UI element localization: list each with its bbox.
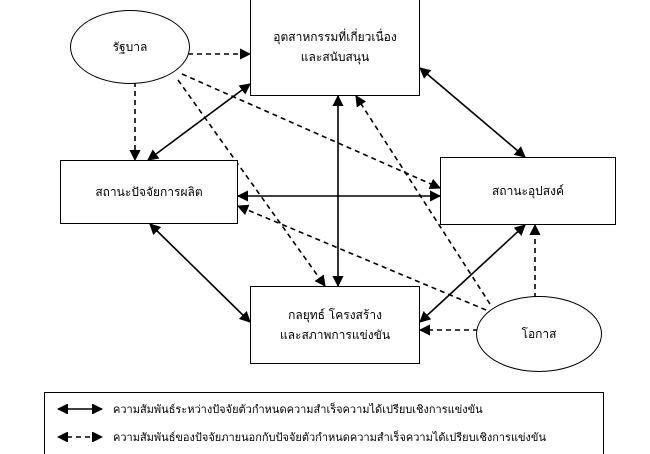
government-label: รัฐบาล [112,40,148,54]
legend-item-internal: ความสัมพันธ์ระหว่างปัจจัยตัวกำหนดความสำเ… [55,399,483,419]
demand-conditions-box: สถานะอุปสงค์ [440,157,616,225]
dashed-arrow-government-strategy [177,79,326,287]
strategy-line1: กลยุทธ์ โครงสร้าง [288,308,382,322]
legend: ความสัมพันธ์ระหว่างปัจจัยตัวกำหนดความสำเ… [44,392,604,454]
factor-conditions-label: สถานะปัจจัยการผลิต [95,185,203,199]
related-industries-box: อุตสาหกรรมที่เกี่ยวเนื่อง และสนับสนุน [250,0,420,96]
solid-arrow-factor-strategy [149,223,251,323]
strategy-structure-rivalry-box: กลยุทธ์ โครงสร้าง และสภาพการแข่งขัน [250,286,420,364]
demand-conditions-label: สถานะอุปสงค์ [491,184,564,198]
solid-arrow-demand-strategy [419,224,526,323]
legend-solid-arrow-icon [56,404,104,414]
related-industries-line1: อุตสาหกรรมที่เกี่ยวเนื่อง [273,30,397,44]
legend-internal-text: ความสัมพันธ์ระหว่างปัจจัยตัวกำหนดความสำเ… [113,403,483,416]
government-ellipse: รัฐบาล [70,10,190,84]
dashed-arrow-government-demand [181,73,442,190]
factor-conditions-box: สถานะปัจจัยการผลิต [60,160,238,224]
chance-ellipse: โอกาส [476,296,602,372]
chance-label: โอกาส [521,327,557,341]
legend-item-external: ความสัมพันธ์ของปัจจัยภายนอกกับปัจจัยตัวก… [55,427,546,447]
legend-dashed-arrow-icon [56,432,104,442]
solid-arrow-related-factor [147,83,251,161]
related-industries-line2: และสนับสนุน [300,50,370,64]
legend-external-text: ความสัมพันธ์ของปัจจัยภายนอกกับปัจจัยตัวก… [113,431,546,444]
strategy-line2: และสภาพการแข่งขัน [279,328,391,342]
solid-arrow-related-demand [419,67,526,158]
